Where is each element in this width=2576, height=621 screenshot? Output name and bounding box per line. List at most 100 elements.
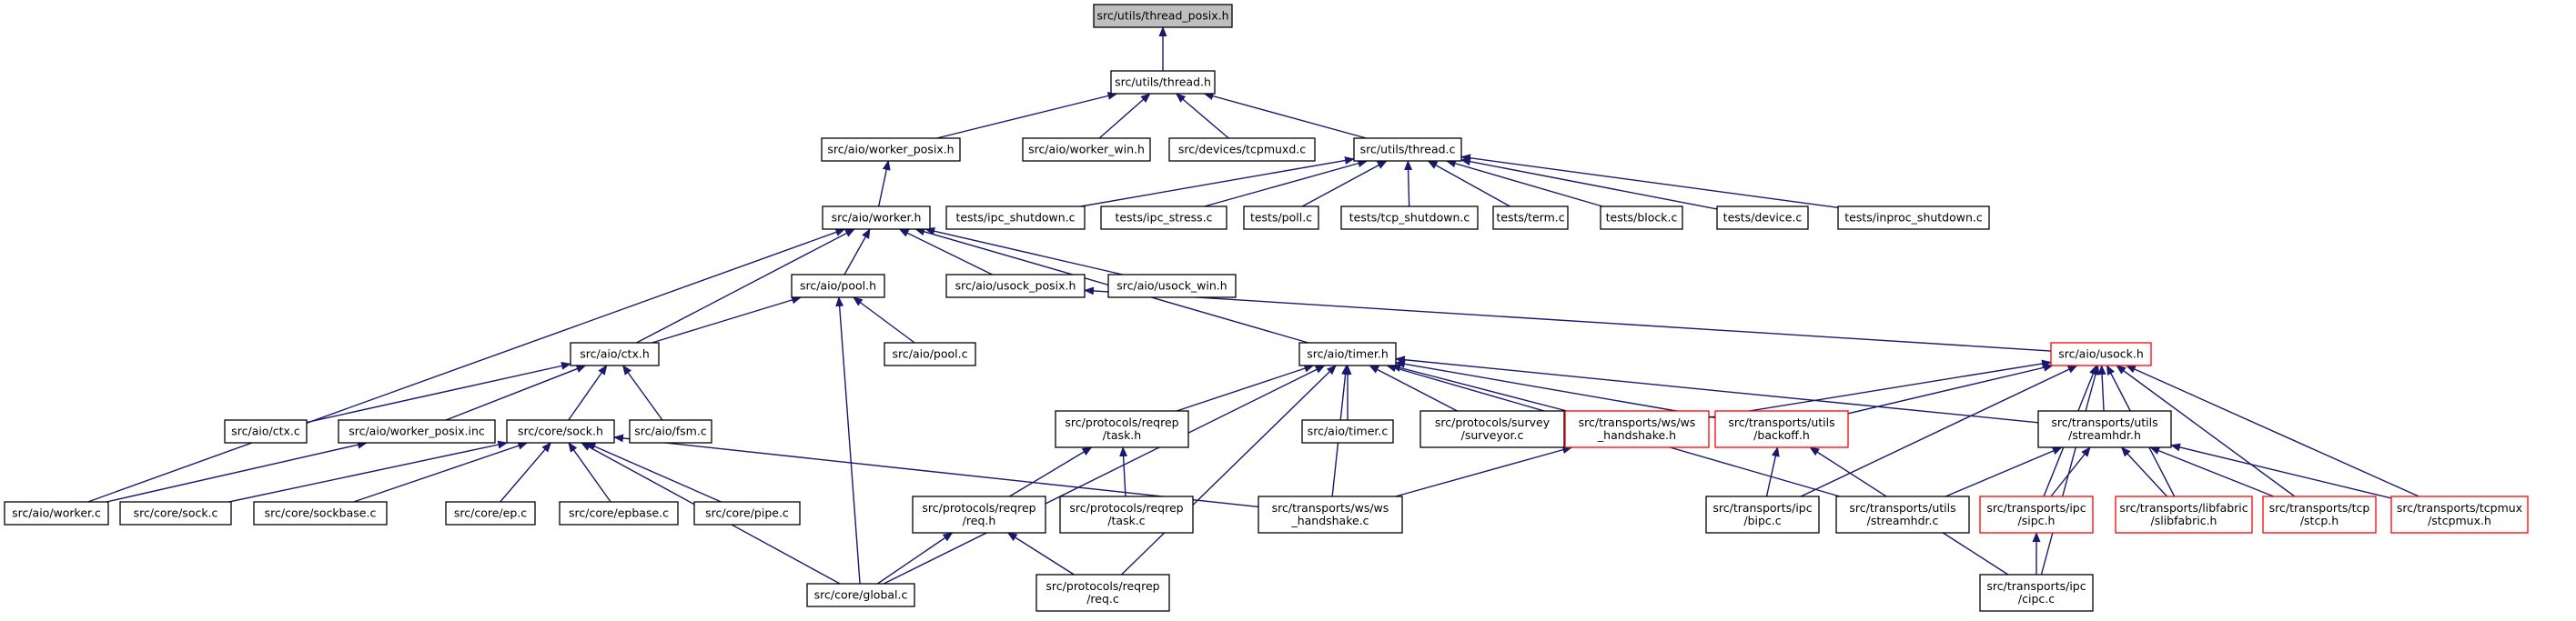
node-stcpmux_h[interactable]: src/transports/tcpmux/stcpmux.h [2390, 496, 2529, 534]
node-usock_h[interactable]: src/aio/usock.h [2050, 342, 2152, 366]
node-ep_c[interactable]: src/core/ep.c [445, 501, 536, 526]
node-reqrep_task_h[interactable]: src/protocols/reqrep/task.h [1055, 410, 1189, 448]
edge-ep_c-to-sock_h [500, 442, 551, 503]
node-label: tests/term.c [1496, 211, 1564, 225]
node-label: tests/block.c [1606, 211, 1678, 225]
node-streamhdr_h[interactable]: src/transports/utils/streamhdr.h [2037, 410, 2172, 448]
node-worker_win_h[interactable]: src/aio/worker_win.h [1022, 137, 1151, 162]
node-usock_posix_h[interactable]: src/aio/usock_posix.h [945, 274, 1086, 298]
node-term_c[interactable]: tests/term.c [1492, 205, 1569, 230]
node-label: /surveyor.c [1461, 428, 1524, 442]
node-label: /req.h [963, 514, 996, 527]
node-sock_c[interactable]: src/core/sock.c [119, 501, 232, 526]
edge-slibfabric_h-to-streamhdr_h [2120, 446, 2168, 497]
node-box [1353, 137, 1462, 162]
node-ctx_h[interactable]: src/aio/ctx.h [570, 342, 660, 366]
node-req_c[interactable]: src/protocols/reqrep/req.c [1035, 574, 1170, 612]
node-label: /task.c [1107, 514, 1145, 527]
node-box [1168, 137, 1316, 162]
edge-worker_posix_h-to-thread_h [936, 92, 1118, 139]
edge-pipe_c-to-sock_h [585, 442, 722, 503]
node-box [445, 501, 536, 526]
dependency-edges [87, 26, 2419, 585]
edge-stcp_h-to-streamhdr_h [2149, 446, 2275, 497]
node-box [1301, 419, 1394, 444]
node-req_h[interactable]: src/protocols/reqrep/req.h [912, 496, 1046, 534]
node-block_c[interactable]: tests/block.c [1600, 205, 1683, 230]
edge-epbase_c-to-sock_h [568, 442, 611, 503]
edge-inproc_shutdown_c-to-thread_c [1460, 154, 1839, 208]
node-sockbase_c[interactable]: src/core/sockbase.c [253, 501, 388, 526]
node-timer_c[interactable]: src/aio/timer.c [1301, 419, 1394, 444]
node-box [1419, 410, 1565, 448]
node-label: src/transports/ipc [1986, 579, 2086, 593]
node-label: tests/tcp_shutdown.c [1349, 211, 1470, 225]
node-bipc_c[interactable]: src/transports/ipc/bipc.c [1705, 496, 1820, 534]
node-task_c[interactable]: src/protocols/reqrep/task.c [1059, 496, 1194, 534]
node-label: src/transports/ipc [1712, 501, 1812, 515]
edge-req_c-to-timer_h [1121, 365, 1337, 576]
node-thread_c[interactable]: src/utils/thread.c [1353, 137, 1462, 162]
edge-usock_h-to-usock_posix_h [1084, 286, 2052, 352]
node-box [2050, 342, 2152, 366]
node-global_c[interactable]: src/core/global.c [806, 583, 915, 607]
node-pipe_c[interactable]: src/core/pipe.c [693, 501, 801, 526]
node-ws_handshake_c[interactable]: src/transports/ws/ws_handshake.c [1258, 496, 1403, 534]
node-worker_c[interactable]: src/aio/worker.c [4, 501, 109, 526]
node-device_c[interactable]: tests/device.c [1716, 205, 1809, 230]
node-label: /cipc.c [2018, 592, 2055, 606]
node-ws_handshake_h[interactable]: src/transports/ws/ws_handshake.h [1564, 410, 1710, 448]
node-sipc_h[interactable]: src/transports/ipc/sipc.h [1979, 496, 2094, 534]
node-worker_posix_h[interactable]: src/aio/worker_posix.h [821, 137, 961, 162]
node-cipc_c[interactable]: src/transports/ipc/cipc.c [1979, 574, 2094, 612]
node-label: /stcpmux.h [2428, 514, 2491, 527]
node-box [2390, 496, 2529, 534]
node-pool_c[interactable]: src/aio/pool.c [884, 342, 976, 366]
node-ctx_c[interactable]: src/aio/ctx.c [224, 419, 308, 444]
node-epbase_c[interactable]: src/core/epbase.c [559, 501, 679, 526]
node-usock_win_h[interactable]: src/aio/usock_win.h [1107, 274, 1237, 298]
node-fsm_c[interactable]: src/aio/fsm.c [629, 419, 712, 444]
node-surveyor_c[interactable]: src/protocols/survey/surveyor.c [1419, 410, 1565, 448]
edge-tcp_shutdown_c-to-thread_c [1404, 160, 1413, 207]
node-tcpmuxd_c[interactable]: src/devices/tcpmuxd.c [1168, 137, 1316, 162]
node-thread_h[interactable]: src/utils/thread.h [1110, 70, 1216, 95]
node-ipc_shutdown_c[interactable]: tests/ipc_shutdown.c [945, 205, 1086, 230]
node-ipc_stress_c[interactable]: tests/ipc_stress.c [1100, 205, 1227, 230]
node-stcp_h[interactable]: src/transports/tcp/stcp.h [2262, 496, 2377, 534]
node-inproc_shutdown_c[interactable]: tests/inproc_shutdown.c [1837, 205, 1990, 230]
node-box [1258, 496, 1403, 534]
node-poll_c[interactable]: tests/poll.c [1243, 205, 1319, 230]
edge-block_c-to-thread_c [1445, 159, 1603, 207]
node-worker_posix_inc[interactable]: src/aio/worker_posix.inc [338, 419, 496, 444]
node-worker_h[interactable]: src/aio/worker.h [822, 205, 931, 230]
edge-ws_handshake_h-to-usock_h [1708, 359, 2052, 418]
edge-cipc_c-to-usock_h [2040, 365, 2100, 576]
edge-global_c-to-timer_h [883, 365, 1326, 585]
node-label: /streamhdr.c [1867, 514, 1939, 527]
node-backoff_h[interactable]: src/transports/utils/backoff.h [1714, 410, 1849, 448]
edge-ctx_c-to-ctx_h [306, 362, 571, 424]
node-slibfabric_h[interactable]: src/transports/libfabric/slibfabric.h [2115, 496, 2253, 534]
node-sock_h[interactable]: src/core/sock.h [506, 419, 615, 444]
node-box [1298, 342, 1397, 366]
edge-sock_c-to-sock_h [228, 440, 509, 503]
node-box [1022, 137, 1151, 162]
node-label: src/core/sock.c [134, 506, 218, 520]
node-timer_h[interactable]: src/aio/timer.h [1298, 342, 1397, 366]
node-tcp_shutdown_c[interactable]: tests/tcp_shutdown.c [1340, 205, 1479, 230]
node-label: src/aio/worker_posix.h [827, 143, 954, 156]
node-label: /sipc.h [2018, 514, 2056, 527]
node-streamhdr_c[interactable]: src/transports/utils/streamhdr.c [1835, 496, 1970, 534]
node-label: /streamhdr.h [2068, 428, 2141, 442]
node-label: src/protocols/reqrep [1069, 501, 1183, 515]
node-box [1716, 205, 1809, 230]
node-pool_h[interactable]: src/aio/pool.h [791, 274, 885, 298]
node-label: src/aio/usock.h [2058, 347, 2144, 361]
node-box [822, 205, 931, 230]
node-box [821, 137, 961, 162]
node-label: src/core/sockbase.c [265, 506, 377, 520]
node-box [338, 419, 496, 444]
node-thread_posix_h[interactable]: src/utils/thread_posix.h [1093, 4, 1233, 28]
